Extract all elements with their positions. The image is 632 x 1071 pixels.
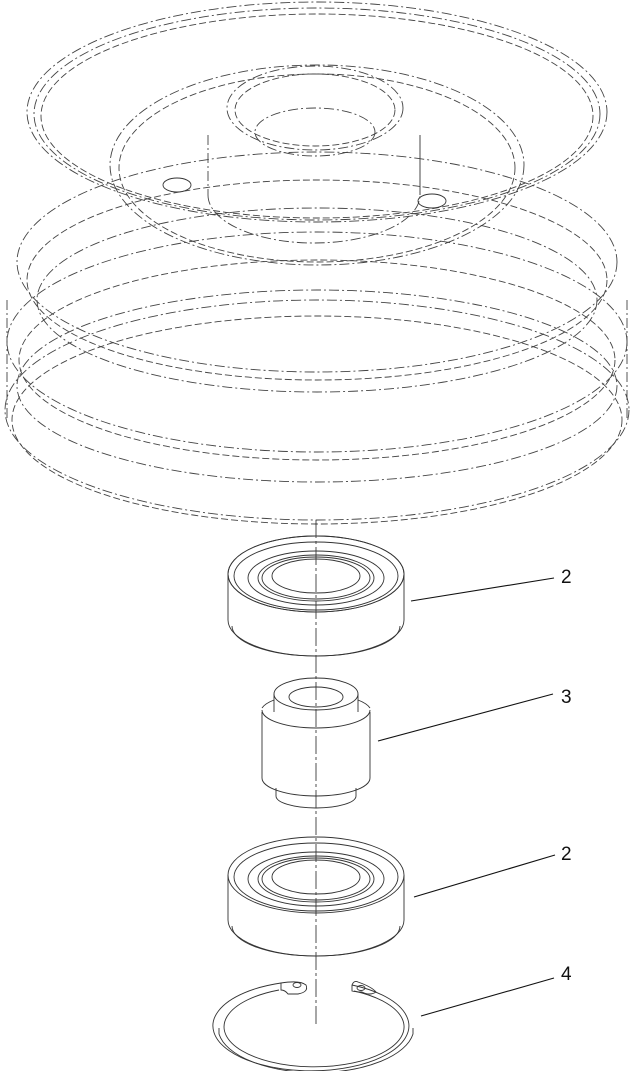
spacer-drawing	[261, 677, 371, 809]
callout-bearing-upper: 2	[561, 567, 572, 588]
bearing-lower-drawing	[227, 836, 405, 957]
leader-bearing-upper	[410, 577, 555, 602]
callout-spacer: 3	[561, 687, 572, 708]
bearing-upper-drawing	[227, 535, 405, 657]
leader-retaining-ring	[420, 977, 555, 1017]
retaining-ring-drawing	[212, 980, 414, 1071]
leader-spacer	[377, 693, 554, 742]
callout-bearing-lower: 2	[561, 844, 572, 865]
pulley-phantom	[4, 1, 630, 525]
leader-bearing-lower	[413, 854, 556, 898]
callout-retaining-ring: 4	[561, 964, 572, 985]
